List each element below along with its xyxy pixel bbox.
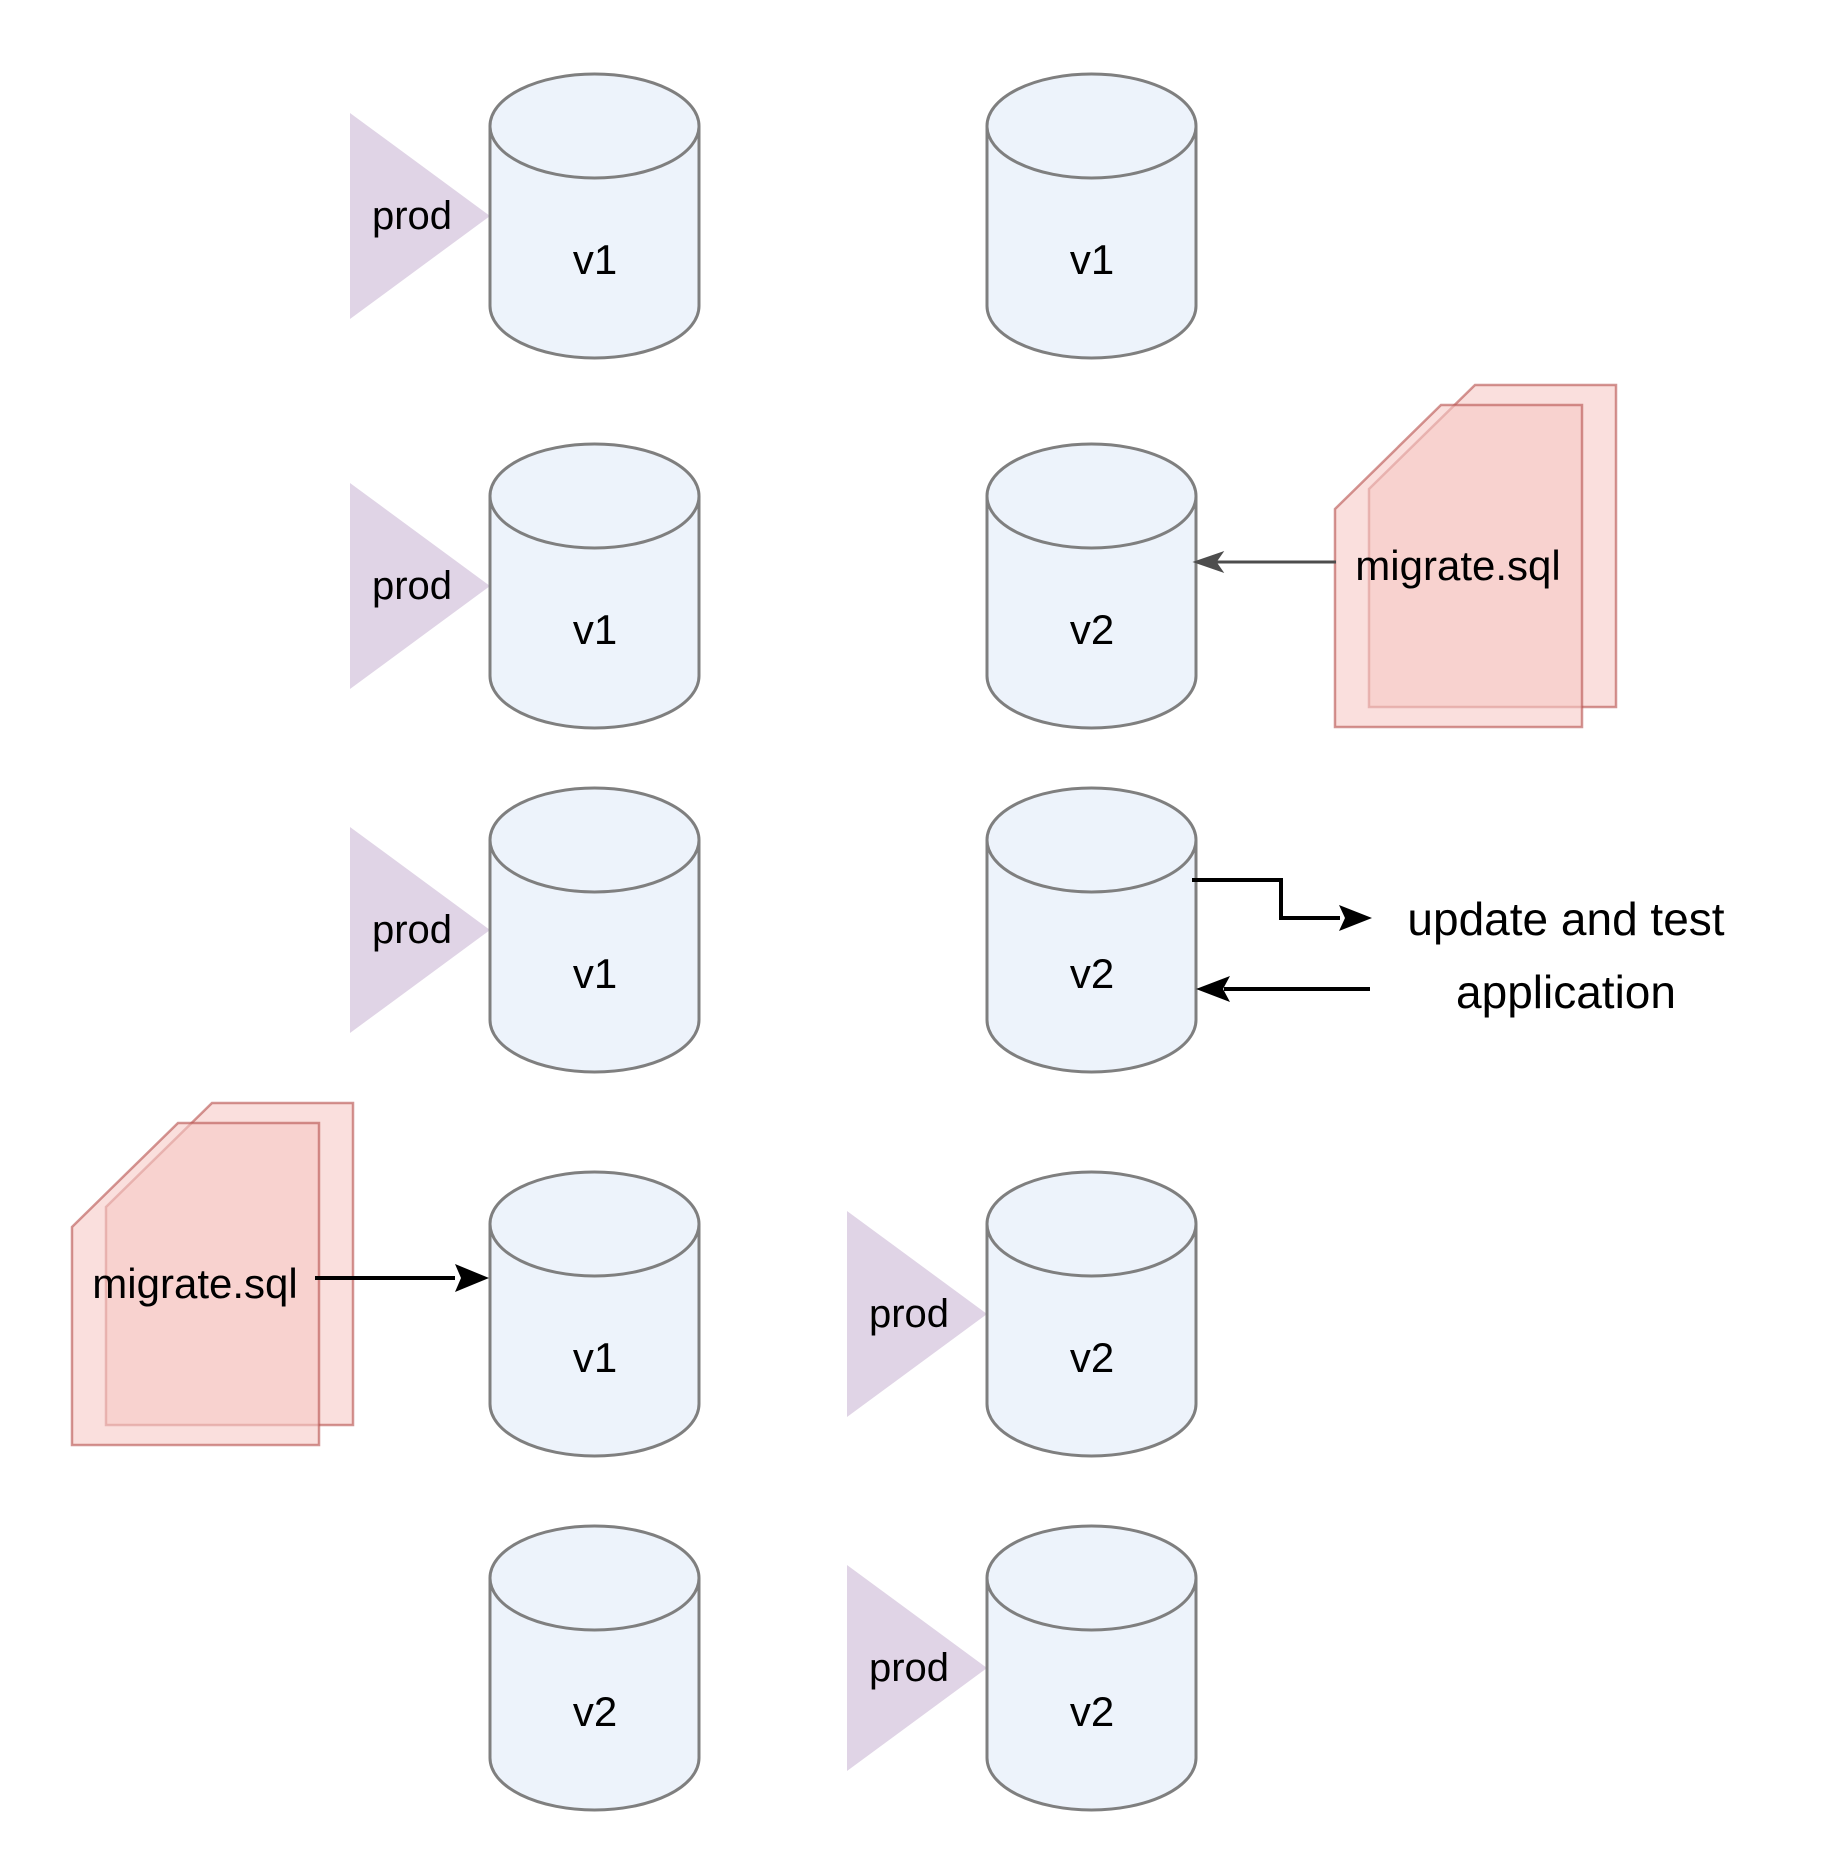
arrow-migrate-to-db-row4 bbox=[315, 1264, 489, 1292]
migrate-sql-label: migrate.sql bbox=[92, 1259, 298, 1307]
update-test-annotation: update and test application bbox=[1366, 883, 1766, 1029]
database-cylinder-v2 bbox=[488, 1524, 701, 1812]
prod-marker-triangle bbox=[847, 1211, 987, 1417]
database-cylinder-v2 bbox=[985, 1170, 1198, 1458]
db-version-label: v2 bbox=[1069, 1333, 1115, 1381]
arrow-db-to-note-row3 bbox=[1192, 878, 1372, 931]
prod-marker-triangle bbox=[350, 483, 490, 689]
db-version-label: v2 bbox=[1069, 605, 1115, 653]
db-version-label: v1 bbox=[1069, 235, 1115, 283]
prod-marker-triangle bbox=[847, 1565, 987, 1771]
db-version-label: v1 bbox=[572, 1333, 618, 1381]
database-cylinder-v1 bbox=[488, 442, 701, 730]
arrow-note-to-db-row3 bbox=[1196, 976, 1370, 1002]
annotation-line2: application bbox=[1456, 966, 1676, 1018]
database-cylinder-v2 bbox=[985, 1524, 1198, 1812]
migration-doc-stack bbox=[1333, 383, 1618, 729]
db-version-label: v2 bbox=[572, 1687, 618, 1735]
arrow-migrate-to-db-row2 bbox=[1192, 551, 1336, 573]
database-cylinder-v1 bbox=[488, 786, 701, 1074]
database-cylinder-v1 bbox=[985, 72, 1198, 360]
db-version-label: v1 bbox=[572, 605, 618, 653]
database-cylinder-v1 bbox=[488, 72, 701, 360]
annotation-line1: update and test bbox=[1407, 893, 1725, 945]
prod-label: prod bbox=[371, 194, 453, 238]
migration-doc-stack bbox=[70, 1101, 355, 1447]
prod-label: prod bbox=[868, 1646, 950, 1690]
prod-label: prod bbox=[868, 1292, 950, 1336]
db-version-label: v2 bbox=[1069, 1687, 1115, 1735]
database-cylinder-v2 bbox=[985, 442, 1198, 730]
database-cylinder-v2 bbox=[985, 786, 1198, 1074]
migrate-sql-label: migrate.sql bbox=[1355, 541, 1561, 589]
prod-label: prod bbox=[371, 908, 453, 952]
prod-label: prod bbox=[371, 564, 453, 608]
db-version-label: v1 bbox=[572, 949, 618, 997]
doc-front bbox=[70, 1121, 321, 1447]
database-cylinder-v1 bbox=[488, 1170, 701, 1458]
prod-marker-triangle bbox=[350, 827, 490, 1033]
doc-front bbox=[1333, 403, 1584, 729]
prod-marker-triangle bbox=[350, 113, 490, 319]
db-version-label: v1 bbox=[572, 235, 618, 283]
db-version-label: v2 bbox=[1069, 949, 1115, 997]
